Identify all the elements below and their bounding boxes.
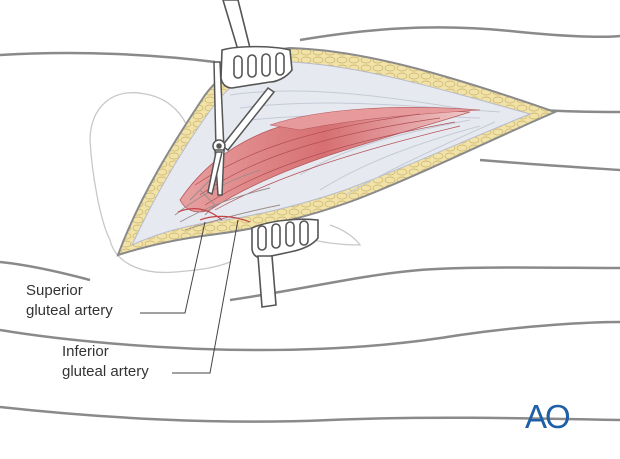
label-superior-gluteal-artery: Superior gluteal artery: [26, 281, 113, 321]
label-inferior-line1: Inferior: [62, 343, 109, 360]
body-outline: [0, 26, 620, 423]
arteries: [177, 208, 251, 223]
leader-lines: [140, 219, 239, 374]
fascia-fibers: [229, 90, 501, 196]
lower-retractor: [251, 218, 319, 308]
label-inferior-line2: gluteal artery: [62, 363, 149, 380]
upper-retractor: [220, 0, 293, 89]
ao-logo: AO: [525, 398, 571, 435]
leader-line-superior: [140, 221, 206, 314]
label-inferior-gluteal-artery: Inferior gluteal artery: [62, 342, 149, 382]
scissors: [207, 61, 276, 196]
label-superior-line1: Superior: [26, 282, 83, 299]
leader-line-inferior: [172, 219, 239, 374]
label-superior-line2: gluteal artery: [26, 302, 113, 319]
upper-muscle-band: [269, 107, 481, 131]
deep-tissue: [174, 169, 281, 231]
